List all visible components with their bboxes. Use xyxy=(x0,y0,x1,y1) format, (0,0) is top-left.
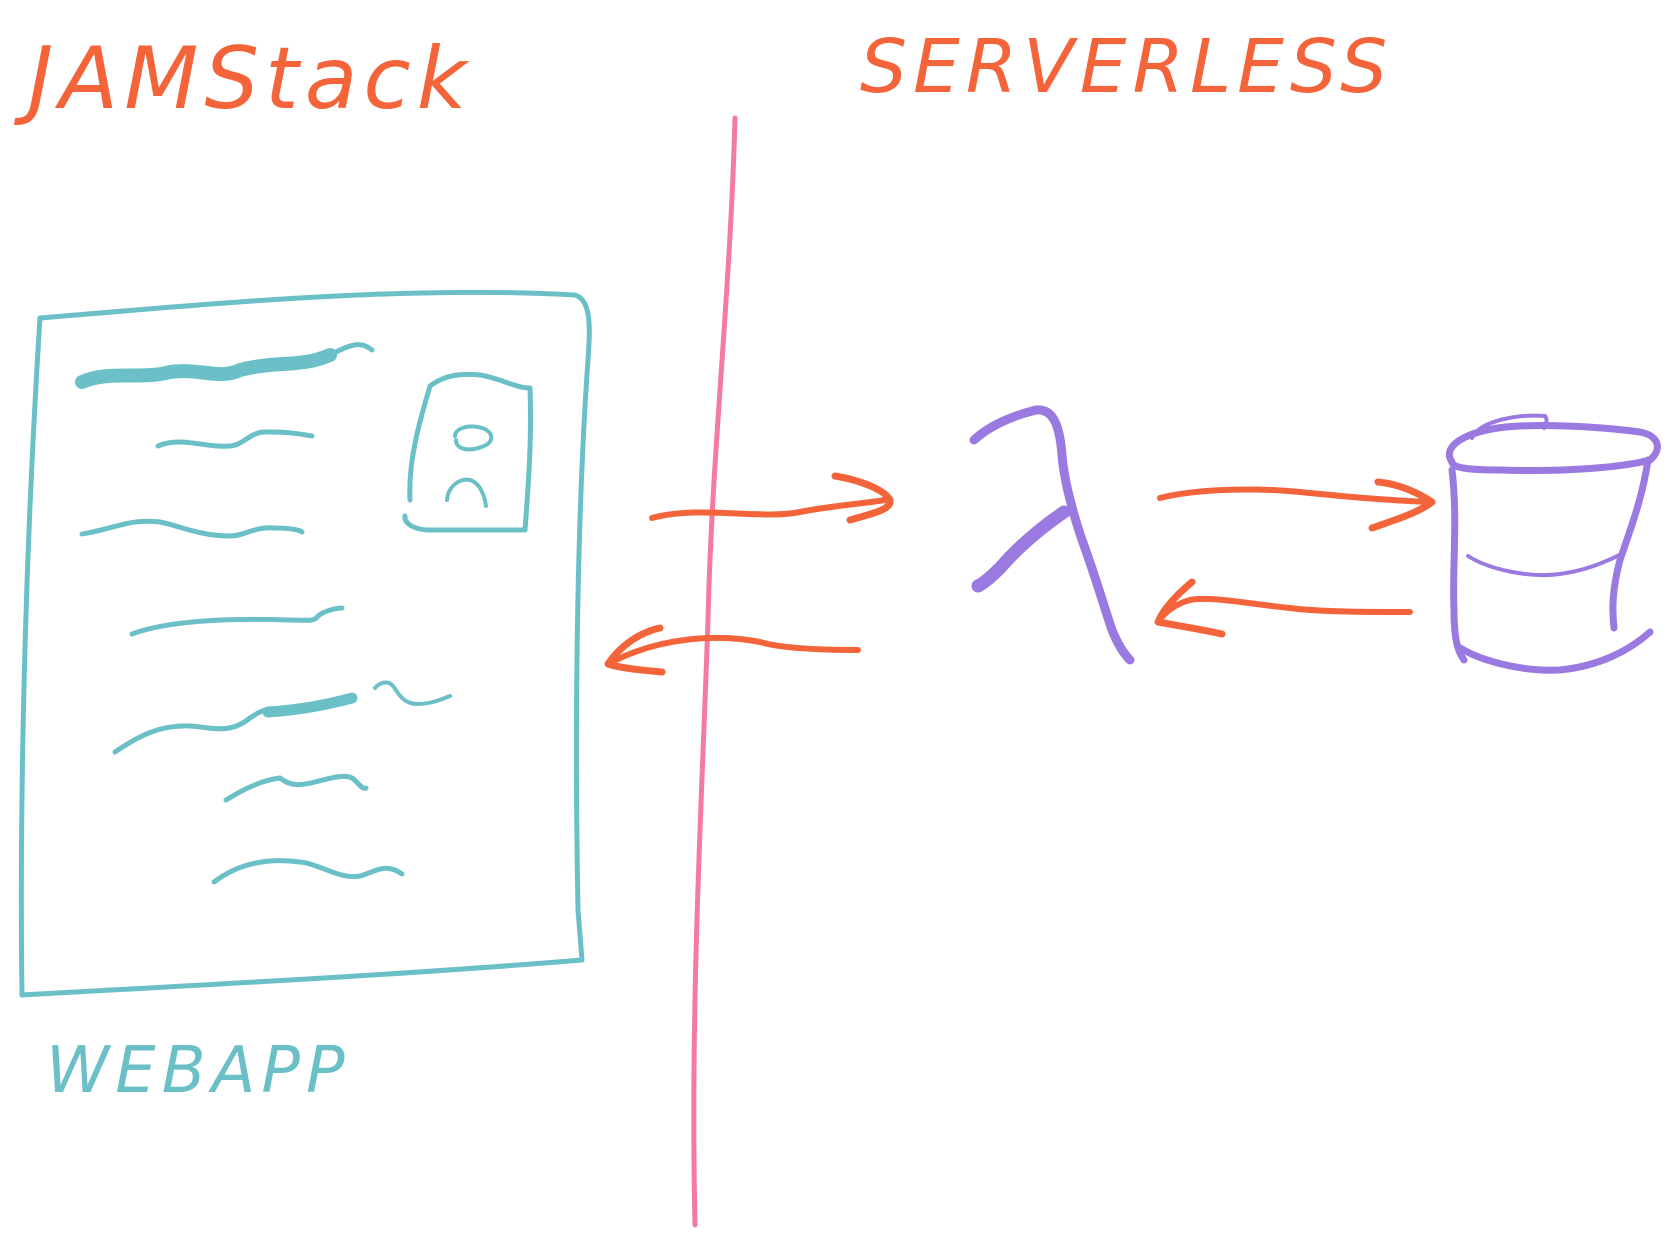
lambda-short-stroke xyxy=(971,505,1071,593)
text-line-scribble-6 xyxy=(211,858,405,885)
lambda-long-stroke xyxy=(969,405,1135,665)
text-line-scribble-3 xyxy=(129,605,345,637)
arrow-request-shaft xyxy=(649,497,888,521)
arrow-request-head xyxy=(831,472,894,524)
database-cylinder-icon xyxy=(1445,413,1661,674)
webapp-document-outline xyxy=(18,289,592,998)
database-right-wall xyxy=(1609,456,1652,632)
arrow-db-lambda-shaft xyxy=(1155,595,1413,625)
lambda-symbol-label: λ xyxy=(1040,552,1046,563)
text-line-scribble-4-squiggle xyxy=(373,680,452,706)
vertical-divider xyxy=(691,115,738,1228)
person-body xyxy=(445,477,488,508)
database-middle-band xyxy=(1466,552,1624,578)
jamstack-title: JAMStack xyxy=(13,29,473,129)
arrow-response-head xyxy=(604,624,666,676)
arrow-lambda-to-database xyxy=(1157,478,1436,532)
image-frame xyxy=(402,371,534,533)
arrow-db-lambda-head xyxy=(1154,578,1226,638)
database-top-lid xyxy=(1470,413,1549,440)
serverless-title: SERVERLESS xyxy=(860,24,1393,110)
text-line-scribble-2 xyxy=(79,518,305,539)
arrow-lambda-db-shaft xyxy=(1157,486,1433,505)
person-head xyxy=(453,424,494,452)
heading-scribble xyxy=(75,348,337,389)
heading-scribble-tail xyxy=(327,342,375,358)
arrow-response-to-webapp xyxy=(604,624,861,676)
database-bottom-rim xyxy=(1456,628,1654,674)
text-line-scribble-5 xyxy=(223,773,369,803)
arrow-lambda-db-head xyxy=(1368,478,1436,532)
text-line-scribble-1 xyxy=(155,429,315,449)
text-line-scribble-4 xyxy=(112,706,293,755)
arrow-database-to-lambda xyxy=(1154,578,1413,638)
lambda-function-icon xyxy=(969,405,1135,665)
database-left-wall xyxy=(1448,466,1468,664)
person-image-icon xyxy=(402,371,534,533)
browser-page-icon xyxy=(18,289,592,998)
database-top-rim xyxy=(1445,421,1661,475)
arrow-response-shaft xyxy=(605,634,861,667)
webapp-caption: WEBAPP xyxy=(46,1034,351,1108)
arrow-request-to-lambda xyxy=(649,472,894,524)
